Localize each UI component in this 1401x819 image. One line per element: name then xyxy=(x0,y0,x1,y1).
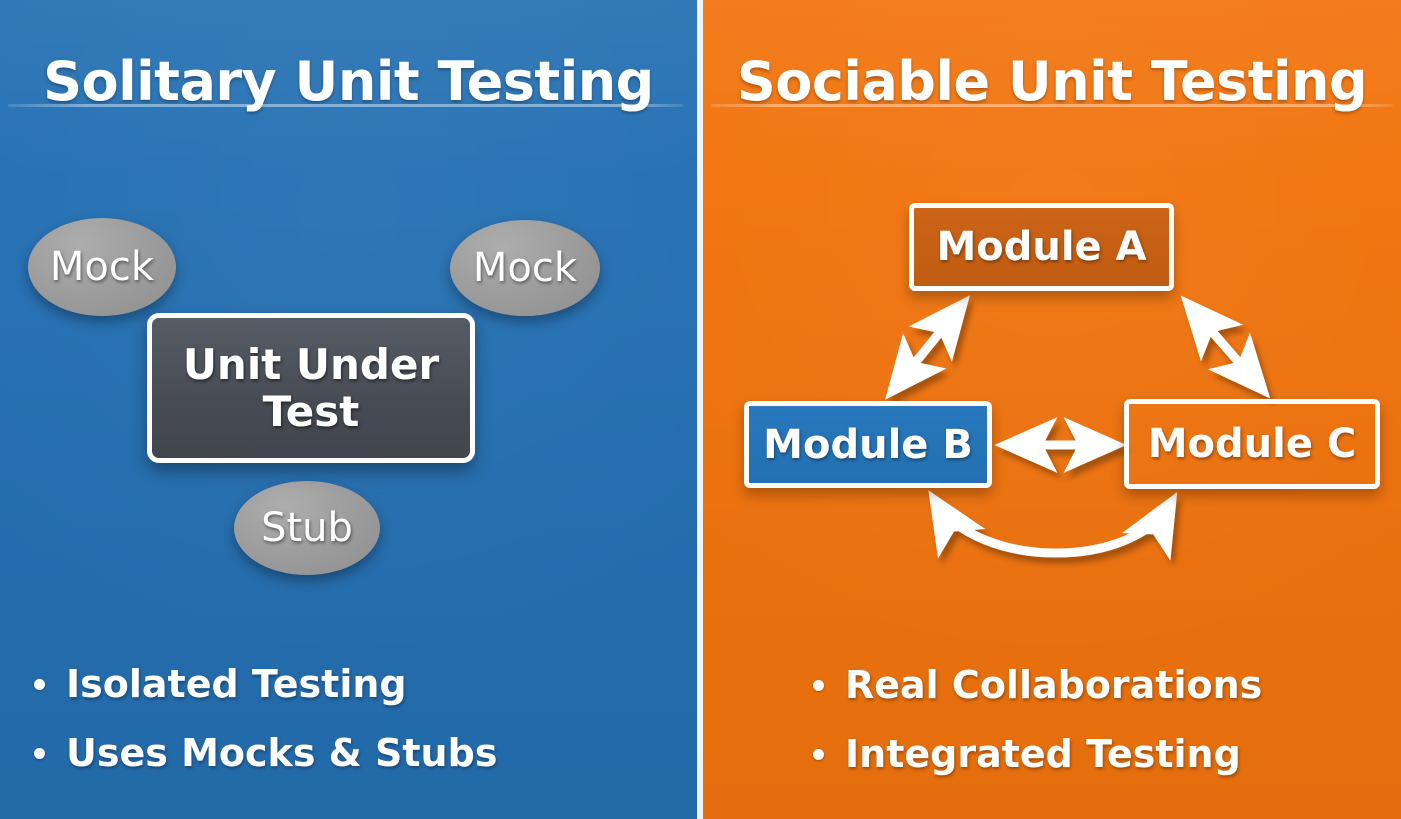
bullet-dot-icon xyxy=(813,679,824,691)
bullet-dot-icon xyxy=(813,748,824,760)
bullet-label: Isolated Testing xyxy=(66,662,407,706)
bullet-label: Uses Mocks & Stubs xyxy=(66,731,498,775)
solitary-unit-testing-panel: Solitary Unit Testing Mock Mock Unit Und… xyxy=(0,0,697,819)
panel-title-sociable: Sociable Unit Testing xyxy=(736,50,1368,114)
module-a-label: Module A xyxy=(936,224,1147,270)
stub-node: Stub xyxy=(234,481,380,575)
unit-under-test-line-1: Unit Under xyxy=(182,339,440,389)
header-divider-right xyxy=(711,104,1393,107)
list-item: Isolated Testing xyxy=(34,662,497,706)
panel-title-solitary: Solitary Unit Testing xyxy=(43,50,654,114)
panel-divider xyxy=(697,0,703,819)
mock-node-left-label: Mock xyxy=(49,244,155,290)
stub-node-label: Stub xyxy=(261,505,353,551)
module-b-node: Module B xyxy=(744,401,992,488)
list-item: Uses Mocks & Stubs xyxy=(34,731,497,775)
mock-node-right: Mock xyxy=(450,220,600,316)
sociable-bullet-list: Real Collaborations Integrated Testing xyxy=(813,663,1262,801)
module-a-node: Module A xyxy=(909,203,1174,291)
bullet-label: Real Collaborations xyxy=(845,663,1263,707)
bullet-label: Integrated Testing xyxy=(845,732,1241,776)
unit-under-test-line-2: Test xyxy=(262,387,360,436)
module-b-label: Module B xyxy=(763,421,973,468)
sociable-unit-testing-panel: Sociable Unit Testing Real Collaboration… xyxy=(703,0,1401,819)
header-divider-left xyxy=(8,104,683,107)
module-c-label: Module C xyxy=(1147,421,1357,467)
bullet-dot-icon xyxy=(34,747,45,759)
unit-under-test-label: Unit Under Test xyxy=(183,341,439,435)
module-c-node: Module C xyxy=(1124,399,1380,489)
mock-node-left: Mock xyxy=(28,218,176,316)
list-item: Integrated Testing xyxy=(813,732,1262,776)
solitary-bullet-list: Isolated Testing Uses Mocks & Stubs xyxy=(34,662,497,800)
mock-node-right-label: Mock xyxy=(472,245,578,291)
bullet-dot-icon xyxy=(34,678,45,690)
unit-under-test-node: Unit Under Test xyxy=(147,313,475,463)
list-item: Real Collaborations xyxy=(813,663,1262,707)
